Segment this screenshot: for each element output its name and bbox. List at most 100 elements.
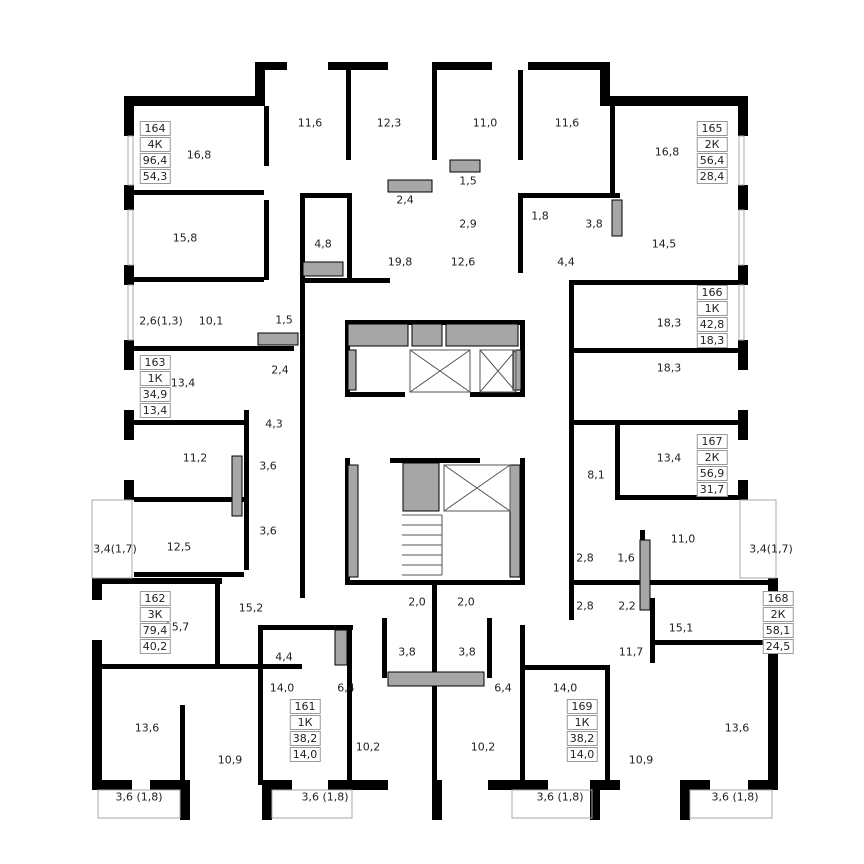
apartment-number: 167 bbox=[696, 434, 728, 449]
apartment-type: 1К bbox=[139, 371, 171, 386]
room-area-label: 4,3 bbox=[265, 417, 283, 431]
room-area-label: 1,8 bbox=[531, 209, 549, 223]
room-area-label: 13,4 bbox=[656, 451, 682, 465]
room-area-label: 1,5 bbox=[459, 174, 477, 188]
apartment-type: 4К bbox=[139, 137, 171, 152]
room-area-label: 2,0 bbox=[408, 595, 426, 609]
room-area-label: 4,8 bbox=[314, 237, 332, 251]
apartment-total: 56,9 bbox=[696, 466, 728, 481]
room-area-label: 1,6 bbox=[617, 551, 635, 565]
room-area-label: 3,6 (1,8) bbox=[536, 790, 584, 804]
room-area-label: 10,2 bbox=[470, 740, 496, 754]
apartment-type: 1К bbox=[566, 715, 598, 730]
room-area-label: 2,4 bbox=[271, 363, 289, 377]
apartment-type: 1К bbox=[289, 715, 321, 730]
room-area-label: 11,6 bbox=[297, 116, 323, 130]
apartment-total: 38,2 bbox=[566, 731, 598, 746]
room-area-label: 10,2 bbox=[355, 740, 381, 754]
apartment-total: 58,1 bbox=[762, 623, 794, 638]
room-area-label: 6,4 bbox=[494, 681, 512, 695]
room-area-label: 2,8 bbox=[576, 599, 594, 613]
room-area-label: 13,6 bbox=[134, 721, 160, 735]
apartment-total: 96,4 bbox=[139, 153, 171, 168]
apartment-living: 14,0 bbox=[289, 747, 321, 762]
room-area-label: 11,6 bbox=[554, 116, 580, 130]
apartment-type: 1К bbox=[696, 301, 728, 316]
room-area-label: 1,5 bbox=[275, 313, 293, 327]
room-area-label: 13,6 bbox=[724, 721, 750, 735]
room-area-label: 3,8 bbox=[458, 645, 476, 659]
room-area-label: 11,7 bbox=[618, 645, 644, 659]
apartment-living: 18,3 bbox=[696, 333, 728, 348]
apartment-living: 40,2 bbox=[139, 639, 171, 654]
apartment-total: 34,9 bbox=[139, 387, 171, 402]
apartment-number: 163 bbox=[139, 355, 171, 370]
room-area-label: 11,2 bbox=[182, 451, 208, 465]
apartment-number: 164 bbox=[139, 121, 171, 136]
room-area-label: 11,0 bbox=[670, 532, 696, 546]
room-area-label: 15,8 bbox=[172, 231, 198, 245]
apartment-number: 165 bbox=[696, 121, 728, 136]
room-area-label: 2,8 bbox=[576, 551, 594, 565]
room-area-label: 14,0 bbox=[269, 681, 295, 695]
room-area-label: 2,0 bbox=[457, 595, 475, 609]
apartment-living: 31,7 bbox=[696, 482, 728, 497]
room-area-label: 3,6 (1,8) bbox=[301, 790, 349, 804]
room-area-label: 16,8 bbox=[186, 148, 212, 162]
room-area-label: 10,1 bbox=[198, 314, 224, 328]
room-area-label: 8,1 bbox=[587, 468, 605, 482]
room-area-label: 2,6(1,3) bbox=[139, 314, 183, 328]
apartment-total: 42,8 bbox=[696, 317, 728, 332]
apartment-type: 2К bbox=[696, 450, 728, 465]
apartment-living: 28,4 bbox=[696, 169, 728, 184]
room-area-label: 3,4(1,7) bbox=[749, 542, 793, 556]
apartment-number: 162 bbox=[139, 591, 171, 606]
room-area-label: 12,6 bbox=[450, 255, 476, 269]
apartment-living: 54,3 bbox=[139, 169, 171, 184]
room-area-label: 18,3 bbox=[656, 316, 682, 330]
room-area-label: 3,4(1,7) bbox=[93, 542, 137, 556]
room-area-label: 13,4 bbox=[170, 376, 196, 390]
apartment-number: 168 bbox=[762, 591, 794, 606]
room-area-label: 3,6 (1,8) bbox=[711, 790, 759, 804]
apartment-total: 38,2 bbox=[289, 731, 321, 746]
apartment-total: 79,4 bbox=[139, 623, 171, 638]
room-area-label: 3,8 bbox=[585, 217, 603, 231]
room-area-label: 3,6 bbox=[259, 524, 277, 538]
room-area-label: 3,6 (1,8) bbox=[115, 790, 163, 804]
room-area-label: 15,7 bbox=[164, 620, 190, 634]
room-area-label: 15,1 bbox=[668, 621, 694, 635]
room-area-label: 12,5 bbox=[166, 540, 192, 554]
room-area-label: 12,3 bbox=[376, 116, 402, 130]
apartment-number: 169 bbox=[566, 699, 598, 714]
apartment-living: 13,4 bbox=[139, 403, 171, 418]
room-area-label: 14,5 bbox=[651, 237, 677, 251]
apartment-total: 56,4 bbox=[696, 153, 728, 168]
apartment-living: 24,5 bbox=[762, 639, 794, 654]
apartment-type: 3К bbox=[139, 607, 171, 622]
apartment-number: 161 bbox=[289, 699, 321, 714]
room-area-label: 10,9 bbox=[628, 753, 654, 767]
apartment-type: 2К bbox=[696, 137, 728, 152]
apartment-living: 14,0 bbox=[566, 747, 598, 762]
room-area-label: 14,0 bbox=[552, 681, 578, 695]
room-area-label: 15,2 bbox=[238, 601, 264, 615]
room-area-label: 2,9 bbox=[459, 217, 477, 231]
room-area-label: 19,8 bbox=[387, 255, 413, 269]
room-area-label: 3,8 bbox=[398, 645, 416, 659]
room-area-label: 4,4 bbox=[557, 255, 575, 269]
room-area-label: 6,4 bbox=[337, 681, 355, 695]
room-area-label: 2,2 bbox=[618, 599, 636, 613]
room-area-label: 4,4 bbox=[275, 650, 293, 664]
room-area-label: 16,8 bbox=[654, 145, 680, 159]
